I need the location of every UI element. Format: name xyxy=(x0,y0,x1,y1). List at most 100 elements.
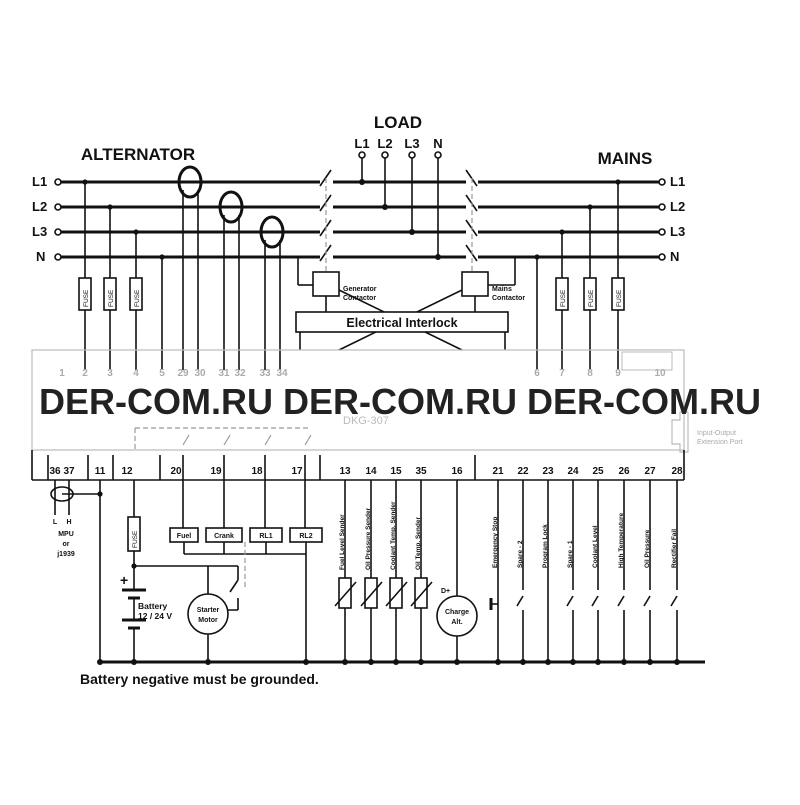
svg-text:27: 27 xyxy=(644,466,656,477)
spare-2-switch: Spare - 2 xyxy=(516,540,526,665)
oil-pressure-switch: Oil Pressure xyxy=(643,529,653,665)
svg-text:31: 31 xyxy=(218,368,230,379)
generator-contactor: Generator Contactor xyxy=(297,257,377,312)
svg-text:22: 22 xyxy=(517,466,529,477)
extension-port-label: Input-Output xyxy=(697,430,736,437)
svg-text:17: 17 xyxy=(291,466,303,477)
fuse: FUSE xyxy=(583,277,597,311)
generator-contactor-contacts xyxy=(319,169,332,272)
mpu-high-label: H xyxy=(66,519,71,526)
svg-text:18: 18 xyxy=(251,466,263,477)
svg-text:30: 30 xyxy=(194,368,206,379)
svg-text:37: 37 xyxy=(63,466,75,477)
svg-text:RL2: RL2 xyxy=(299,533,312,540)
svg-text:Spare - 1: Spare - 1 xyxy=(567,540,574,568)
rectifier-fail-switch: Rectifier Fail xyxy=(670,529,680,665)
mains-l3-label: L3 xyxy=(670,224,685,239)
coolant-level-switch: Coolant Level xyxy=(591,525,601,665)
top-terminal-numbers: 1 2 3 4 5 29 30 31 32 33 34 6 7 8 9 10 xyxy=(59,368,666,379)
svg-text:FUSE: FUSE xyxy=(134,289,141,307)
svg-text:Fuel Level Sender: Fuel Level Sender xyxy=(339,514,346,570)
starter-motor: Starter Motor xyxy=(187,566,229,665)
mains-contactor: Mains Contactor xyxy=(461,257,525,312)
rl1-relay-box: RL1 xyxy=(249,527,283,543)
current-transformers xyxy=(177,165,285,249)
svg-text:26: 26 xyxy=(618,466,630,477)
controller-module-outline: Input-Output Extension Port DKG-307 xyxy=(31,349,743,453)
svg-text:21: 21 xyxy=(492,466,504,477)
svg-text:High Temperature: High Temperature xyxy=(618,512,625,568)
svg-text:15: 15 xyxy=(390,466,402,477)
load-l1-label: L1 xyxy=(354,136,369,151)
fuel-level-sender: Fuel Level Sender xyxy=(334,514,357,665)
svg-text:Program Lock: Program Lock xyxy=(542,524,549,568)
phase-buses xyxy=(54,178,666,261)
svg-text:FUSE: FUSE xyxy=(132,530,139,548)
svg-text:Oil Temp. Sender: Oil Temp. Sender xyxy=(415,517,422,570)
svg-text:Emergency Stop: Emergency Stop xyxy=(492,517,499,568)
rl2-relay-box: RL2 xyxy=(289,527,323,543)
svg-text:FUSE: FUSE xyxy=(616,289,623,307)
fuse: FUSE xyxy=(78,277,92,311)
bottom-terminal-row xyxy=(31,450,685,481)
svg-text:Alt.: Alt. xyxy=(451,619,462,626)
svg-text:Oil Pressure Sender: Oil Pressure Sender xyxy=(365,507,372,570)
high-temperature-switch: High Temperature xyxy=(617,512,627,665)
coolant-temp-sender: Coolant Temp. Sender xyxy=(385,501,408,665)
mains-n-label: N xyxy=(670,249,679,264)
bottom-terminal-numbers: 36 37 11 12 20 19 18 17 13 14 15 35 16 2… xyxy=(49,466,683,477)
alt-l1-label: L1 xyxy=(32,174,47,189)
svg-text:9: 9 xyxy=(615,368,621,379)
svg-text:Charge: Charge xyxy=(445,609,469,616)
svg-text:34: 34 xyxy=(276,368,288,379)
svg-text:RL1: RL1 xyxy=(259,533,272,540)
battery-plus: + xyxy=(120,572,128,588)
svg-text:33: 33 xyxy=(259,368,271,379)
extension-port-label-2: Extension Port xyxy=(697,439,743,446)
svg-text:24: 24 xyxy=(567,466,579,477)
sender-wiring xyxy=(344,480,422,578)
svg-text:23: 23 xyxy=(542,466,554,477)
svg-text:11: 11 xyxy=(95,466,106,477)
fuse: FUSE xyxy=(611,277,625,311)
svg-text:FUSE: FUSE xyxy=(83,289,90,307)
load-n-label: N xyxy=(433,136,442,151)
battery-circuit: FUSE + Battery 12 / 24 V xyxy=(120,480,238,665)
footer-note: Battery negative must be grounded. xyxy=(80,671,319,687)
svg-text:Electrical Interlock: Electrical Interlock xyxy=(346,316,457,330)
svg-text:Coolant Temp. Sender: Coolant Temp. Sender xyxy=(390,501,397,570)
fuse: FUSE xyxy=(129,277,143,311)
svg-text:3: 3 xyxy=(107,368,113,379)
svg-text:25: 25 xyxy=(592,466,604,477)
svg-text:Battery: Battery xyxy=(138,601,168,611)
svg-text:16: 16 xyxy=(451,466,463,477)
mains-heading: MAINS xyxy=(598,149,653,168)
svg-text:Coolant Level: Coolant Level xyxy=(592,525,599,568)
spare-1-switch: Spare - 1 xyxy=(566,540,576,665)
crank-relay-box: Crank xyxy=(205,527,243,543)
mains-contactor-contacts xyxy=(465,169,478,272)
svg-text:Crank: Crank xyxy=(214,533,234,540)
svg-text:or: or xyxy=(63,541,70,548)
svg-text:Contactor: Contactor xyxy=(343,295,376,302)
fuse: FUSE xyxy=(103,277,117,311)
emergency-stop-switch: Emergency Stop xyxy=(489,517,501,665)
watermark: DER-COM.RU DER-COM.RU DER-COM.RU xyxy=(39,381,761,422)
electrical-interlock: Electrical Interlock xyxy=(295,311,509,333)
svg-text:j1939: j1939 xyxy=(56,551,75,558)
fuse: FUSE xyxy=(555,277,569,311)
svg-text:4: 4 xyxy=(133,368,139,379)
svg-text:20: 20 xyxy=(170,466,182,477)
svg-text:28: 28 xyxy=(671,466,683,477)
svg-text:FUSE: FUSE xyxy=(108,289,115,307)
oil-temp-sender: Oil Temp. Sender xyxy=(410,517,433,665)
program-lock-input: Program Lock xyxy=(542,524,549,568)
alt-l2-label: L2 xyxy=(32,199,47,214)
oil-pressure-sender: Oil Pressure Sender xyxy=(360,507,383,665)
alternator-heading: ALTERNATOR xyxy=(81,145,195,164)
module-name: DKG-307 xyxy=(343,415,389,427)
svg-text:8: 8 xyxy=(587,368,593,379)
svg-text:35: 35 xyxy=(415,466,427,477)
